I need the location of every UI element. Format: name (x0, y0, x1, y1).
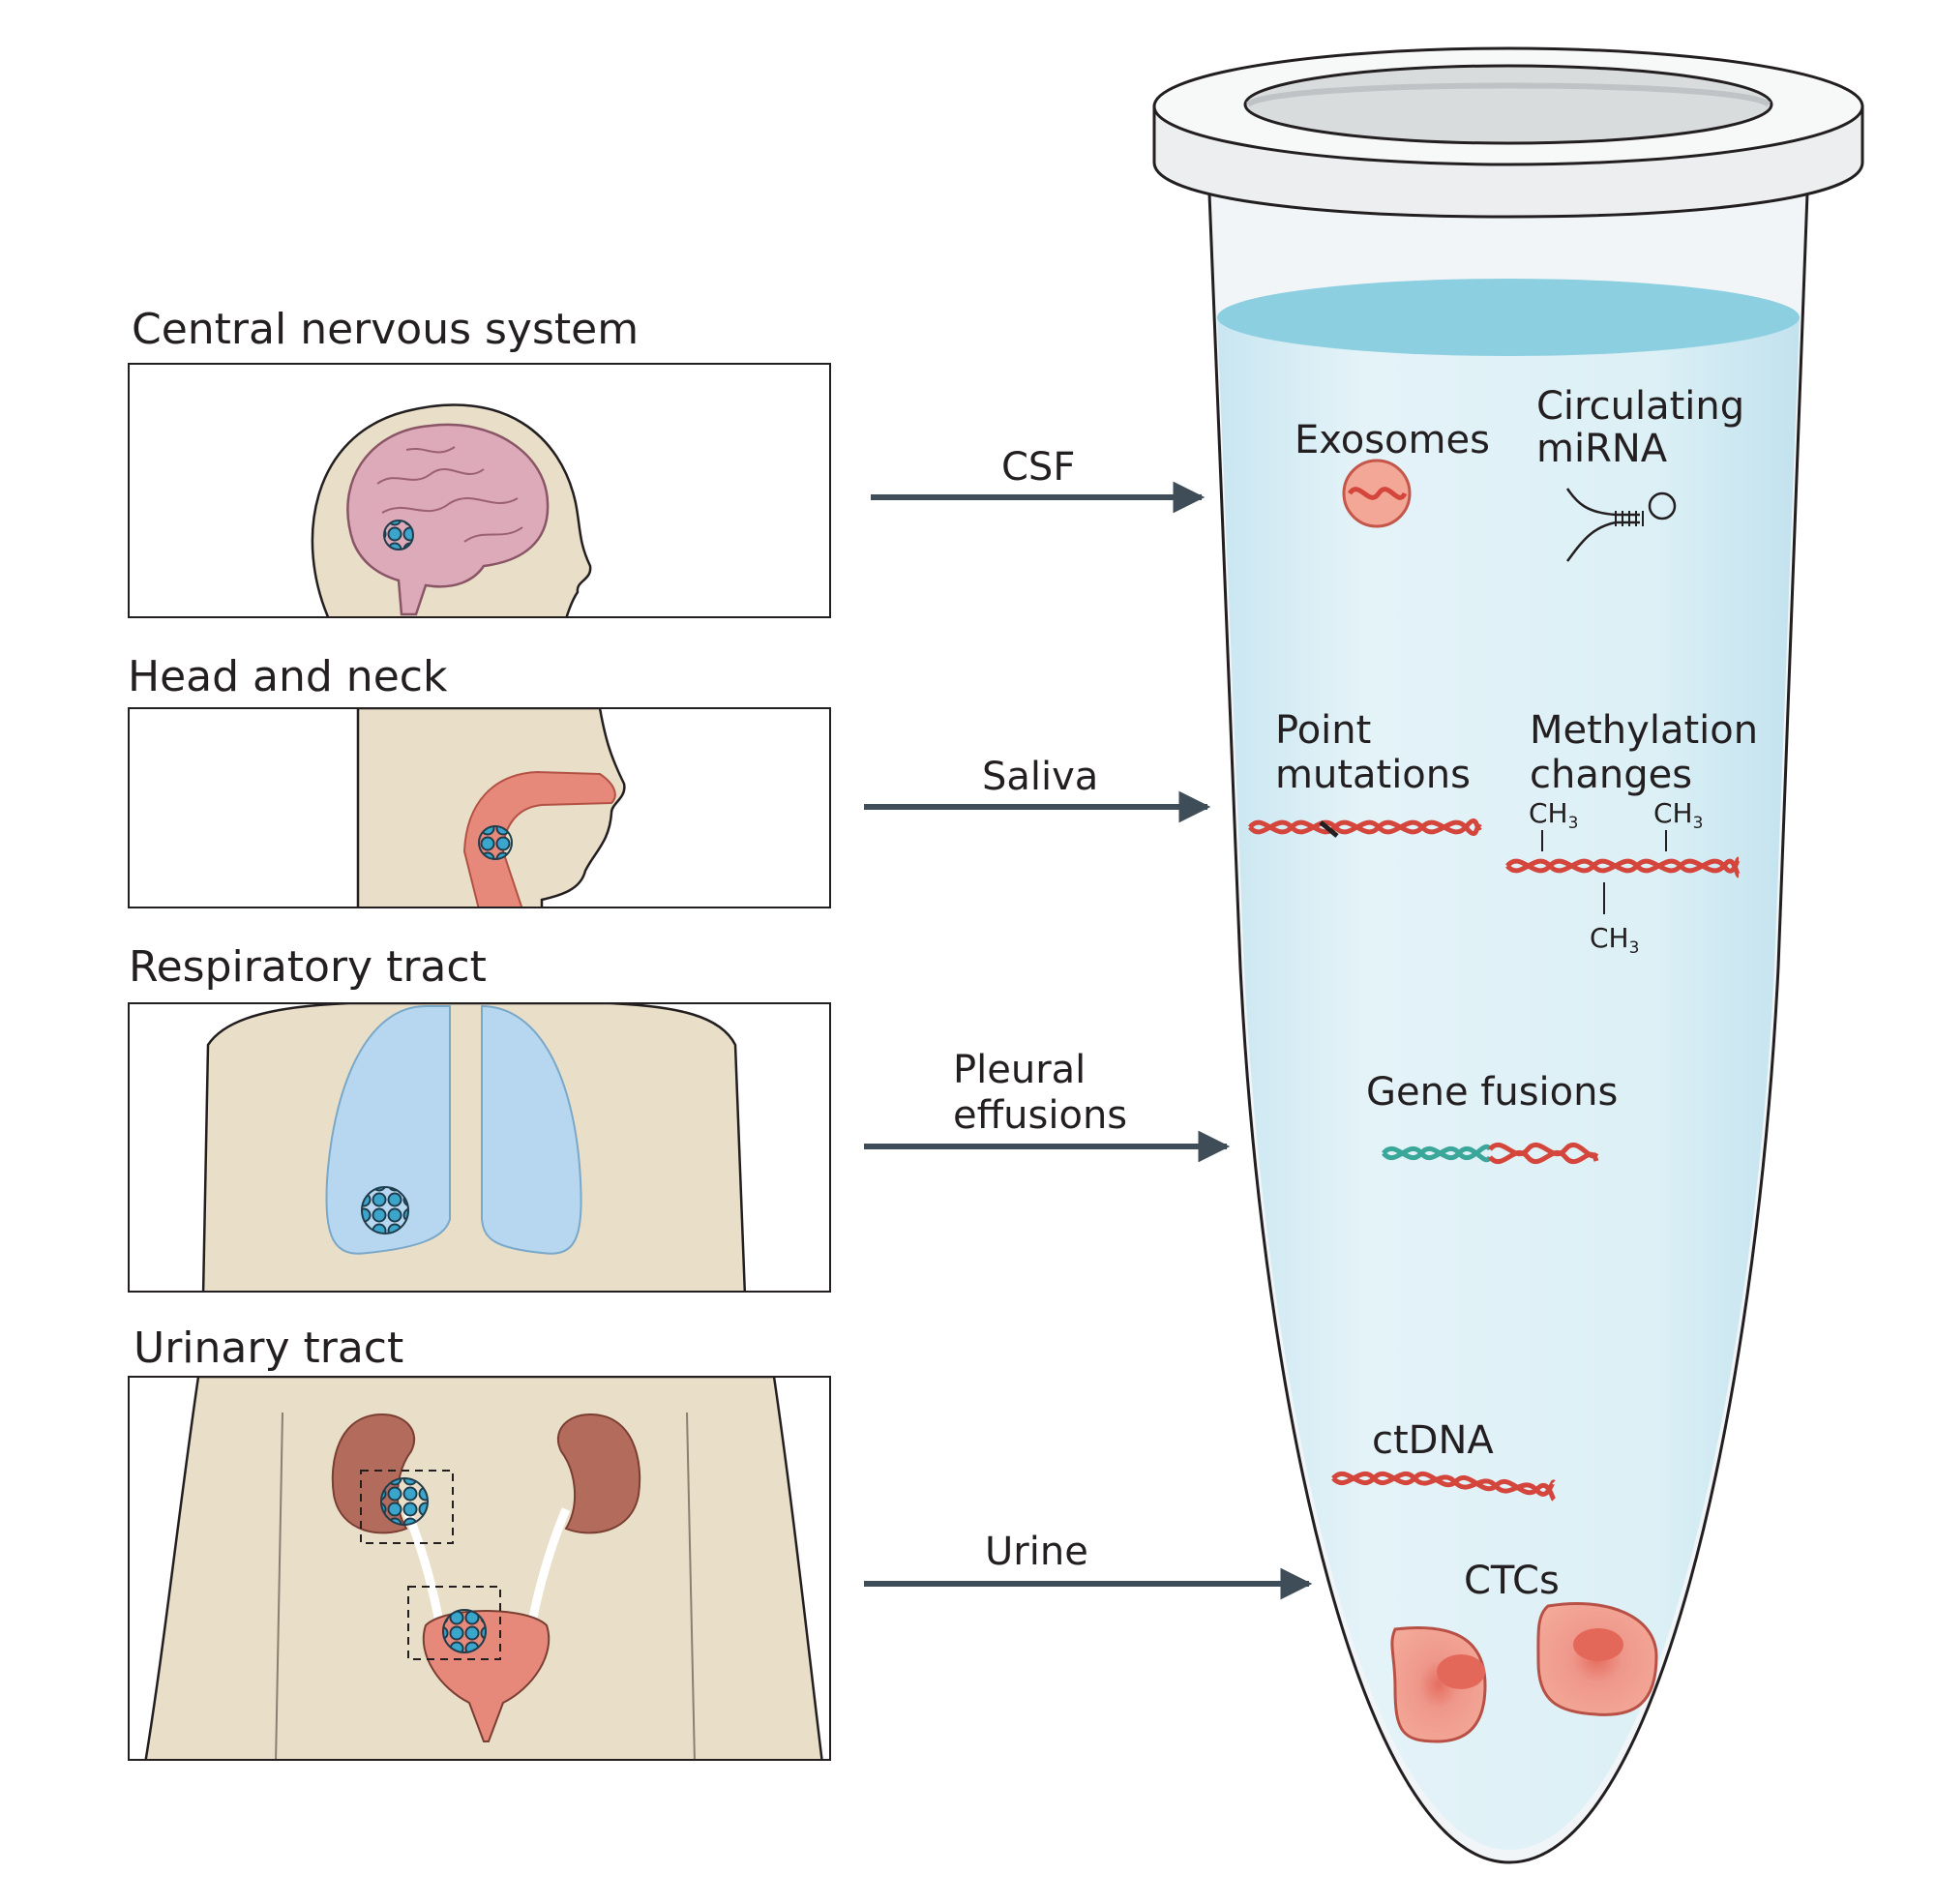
panel-title-head-neck: Head and neck (128, 652, 448, 701)
ctdna-helix-icon (1331, 1471, 1557, 1502)
lung-left-icon (325, 1005, 451, 1255)
marker-point-1: Point (1275, 708, 1371, 753)
methyl-group-1: CH3 (1529, 797, 1578, 833)
sample-tube (1152, 46, 1864, 1864)
cell-icon (1536, 1601, 1658, 1716)
arrow-urine: Urine (864, 1530, 1313, 1600)
panel-cns (128, 363, 831, 618)
tumor-cluster-icon (442, 1609, 487, 1653)
methyl-group-3: CH3 (1590, 922, 1639, 958)
marker-mirna-1: Circulating (1536, 384, 1744, 429)
fluid-label-csf: CSF (1001, 445, 1075, 490)
marker-meth-1: Methylation (1530, 708, 1758, 753)
tumor-cluster-icon (380, 1477, 429, 1526)
panel-title-urinary: Urinary tract (134, 1324, 403, 1373)
marker-meth-2: changes (1530, 753, 1692, 797)
panel-title-respiratory: Respiratory tract (129, 942, 487, 992)
methylated-dna-icon (1505, 830, 1742, 914)
marker-point-2: mutations (1275, 753, 1471, 797)
fluid-label-pleural-1: Pleural (953, 1048, 1086, 1092)
mirna-hairpin-icon (1565, 488, 1677, 562)
fluid-label-urine: Urine (985, 1530, 1088, 1574)
arrow-csf: CSF (871, 445, 1206, 514)
tumor-cluster-icon (361, 1186, 409, 1235)
nasal-airway-icon (462, 770, 616, 907)
panel-head-neck (128, 707, 831, 908)
exosome-icon (1342, 459, 1412, 528)
methyl-group-2: CH3 (1653, 797, 1703, 833)
arrow-pleural: Pleural effusions (864, 1048, 1231, 1163)
marker-ctcs: CTCs (1464, 1559, 1560, 1603)
panel-respiratory (128, 1002, 831, 1293)
brain-icon (346, 423, 550, 616)
dna-helix-icon (1248, 818, 1482, 838)
lung-right-icon (481, 1004, 582, 1255)
arrow-saliva: Saliva (864, 755, 1211, 823)
fluid-label-pleural-2: effusions (953, 1093, 1127, 1138)
fusion-dna-icon (1382, 1142, 1599, 1165)
panel-title-cns: Central nervous system (132, 305, 639, 354)
marker-exosomes: Exosomes (1295, 418, 1490, 462)
marker-ctdna: ctDNA (1372, 1418, 1494, 1463)
tumor-cluster-icon (478, 825, 513, 860)
marker-mirna-2: miRNA (1536, 427, 1668, 471)
fluid-label-saliva: Saliva (982, 755, 1098, 799)
cell-icon (1390, 1626, 1487, 1743)
panel-urinary (128, 1376, 831, 1761)
tumor-cluster-icon (383, 520, 414, 550)
kidney-right-icon (556, 1413, 641, 1534)
marker-gene-fusions: Gene fusions (1366, 1070, 1618, 1115)
